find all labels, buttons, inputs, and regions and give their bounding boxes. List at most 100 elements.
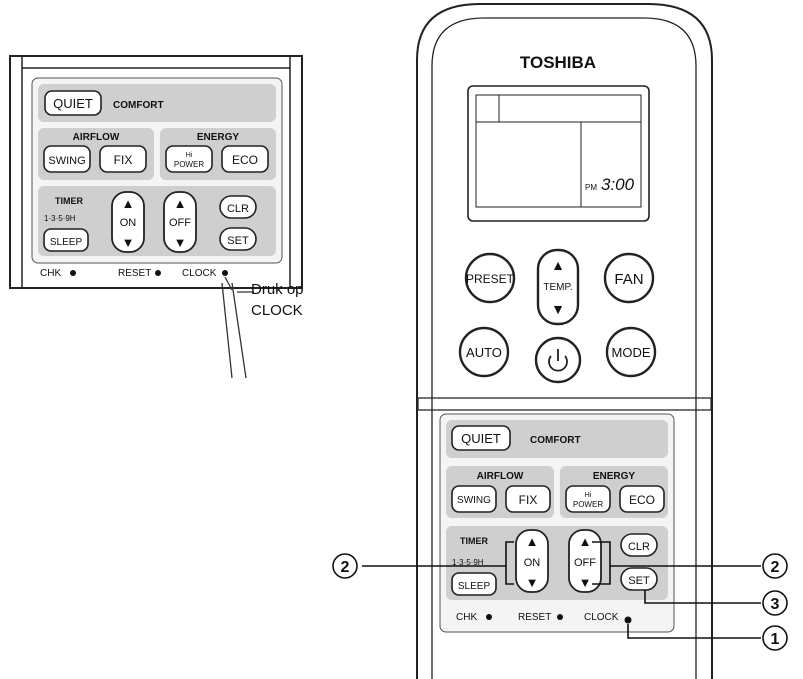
fan-label: FAN: [614, 271, 643, 288]
instruction-line2: CLOCK: [251, 302, 303, 319]
temp-button[interactable]: [536, 248, 580, 326]
clock-label: CLOCK: [182, 268, 217, 279]
remote-hi-power-button[interactable]: [565, 485, 611, 513]
eco-button[interactable]: [221, 145, 269, 173]
temp-label: TEMP.: [543, 282, 572, 293]
chk-label: CHK: [40, 268, 61, 279]
temp-up-icon: ▲: [551, 257, 565, 273]
remote-control: TOSHIBA PM 3:00 PRESET ▲ TEMP. ▼ FAN AUT…: [416, 3, 713, 679]
closeup-panel: QUIET COMFORT AIRFLOW ENERGY SWING FIX H…: [9, 55, 304, 379]
remote-eco-label: ECO: [629, 493, 655, 507]
remote-sleep-label: SLEEP: [458, 581, 491, 592]
clock-pinhole[interactable]: [222, 270, 228, 276]
timer-on-label: ON: [120, 217, 137, 229]
clr-label: CLR: [227, 203, 249, 215]
remote-hi-label: Hi: [585, 492, 592, 499]
remote-timer-on-label: ON: [524, 557, 541, 569]
comfort-label: COMFORT: [113, 100, 164, 111]
timer-hours-label: 1·3·5·9H: [44, 214, 76, 223]
set-button[interactable]: [219, 227, 257, 251]
swing-button[interactable]: [43, 145, 91, 173]
remote-comfort-label: COMFORT: [530, 435, 581, 446]
energy-label: ENERGY: [197, 132, 240, 143]
callout-2-left: 2: [332, 553, 358, 579]
instruction-line1: Druk op: [251, 281, 304, 298]
timer-off-button[interactable]: [163, 191, 197, 253]
remote-clock-pinhole[interactable]: [624, 616, 632, 624]
chk-pinhole[interactable]: [70, 270, 76, 276]
remote-timer-on-up-icon: ▲: [526, 534, 539, 549]
auto-label: AUTO: [466, 345, 502, 360]
remote-chk-label: CHK: [456, 612, 477, 623]
svg-text:1: 1: [771, 631, 780, 648]
swing-label: SWING: [48, 155, 85, 167]
temp-down-icon: ▼: [551, 301, 565, 317]
remote-clr-button[interactable]: [620, 533, 658, 557]
sleep-label: SLEEP: [50, 237, 83, 248]
remote-chk-pinhole[interactable]: [486, 614, 492, 620]
callout-lines: [362, 541, 761, 639]
quiet-label: QUIET: [53, 96, 93, 111]
mode-button[interactable]: [605, 326, 657, 378]
power-label: POWER: [174, 160, 204, 169]
hi-label: Hi: [186, 152, 193, 159]
remote-fix-button[interactable]: [505, 485, 551, 513]
reset-label: RESET: [118, 268, 151, 279]
remote-timer-label: TIMER: [460, 536, 488, 546]
remote-power-label: POWER: [573, 500, 603, 509]
timer-on-button[interactable]: [111, 191, 145, 253]
auto-button[interactable]: [458, 326, 510, 378]
brand-logo: TOSHIBA: [520, 53, 596, 72]
remote-clr-label: CLR: [628, 541, 650, 553]
callout-2-right: 2: [762, 553, 788, 579]
remote-swing-button[interactable]: [451, 485, 497, 513]
display-time: 3:00: [601, 175, 635, 194]
remote-clock-label: CLOCK: [584, 612, 619, 623]
svg-text:2: 2: [771, 559, 780, 576]
fix-label: FIX: [114, 153, 133, 167]
remote-set-label: SET: [628, 575, 650, 587]
fan-button[interactable]: [603, 252, 655, 304]
eco-label: ECO: [232, 153, 258, 167]
remote-timer-on-button[interactable]: [515, 529, 549, 593]
remote-eco-button[interactable]: [619, 485, 665, 513]
remote-timer-off-down-icon: ▼: [579, 575, 592, 590]
stylus-icon: [221, 276, 247, 379]
preset-button[interactable]: [464, 252, 516, 304]
remote-quiet-label: QUIET: [461, 431, 501, 446]
remote-reset-pinhole[interactable]: [557, 614, 563, 620]
timer-on-up-icon: ▲: [122, 196, 135, 211]
fix-button[interactable]: [99, 145, 147, 173]
remote-timer-off-label: OFF: [574, 557, 596, 569]
sleep-button[interactable]: [43, 228, 89, 252]
remote-airflow-label: AIRFLOW: [477, 471, 524, 482]
display-pm: PM: [585, 183, 597, 192]
hi-power-button[interactable]: [165, 145, 213, 173]
quiet-button[interactable]: [44, 90, 102, 116]
svg-text:2: 2: [341, 559, 350, 576]
remote-timer-off-up-icon: ▲: [579, 534, 592, 549]
timer-off-up-icon: ▲: [174, 196, 187, 211]
remote-set-button[interactable]: [620, 567, 658, 591]
preset-label: PRESET: [466, 272, 515, 286]
callout-3: 3: [762, 590, 788, 616]
timer-off-label: OFF: [169, 217, 191, 229]
power-icon: [548, 349, 568, 372]
remote-timer-on-down-icon: ▼: [526, 575, 539, 590]
callout-1: 1: [762, 625, 788, 651]
remote-energy-label: ENERGY: [593, 471, 636, 482]
lcd-display: PM 3:00: [467, 85, 650, 222]
remote-sleep-button[interactable]: [451, 572, 497, 596]
set-label: SET: [227, 235, 249, 247]
timer-label: TIMER: [55, 196, 83, 206]
svg-text:3: 3: [771, 596, 780, 613]
remote-quiet-button[interactable]: [451, 425, 511, 451]
reset-pinhole[interactable]: [155, 270, 161, 276]
clr-button[interactable]: [219, 195, 257, 219]
remote-fix-label: FIX: [519, 493, 538, 507]
mode-label: MODE: [612, 345, 651, 360]
remote-swing-label: SWING: [457, 495, 491, 506]
timer-on-down-icon: ▼: [122, 235, 135, 250]
remote-timer-off-button[interactable]: [568, 529, 602, 593]
